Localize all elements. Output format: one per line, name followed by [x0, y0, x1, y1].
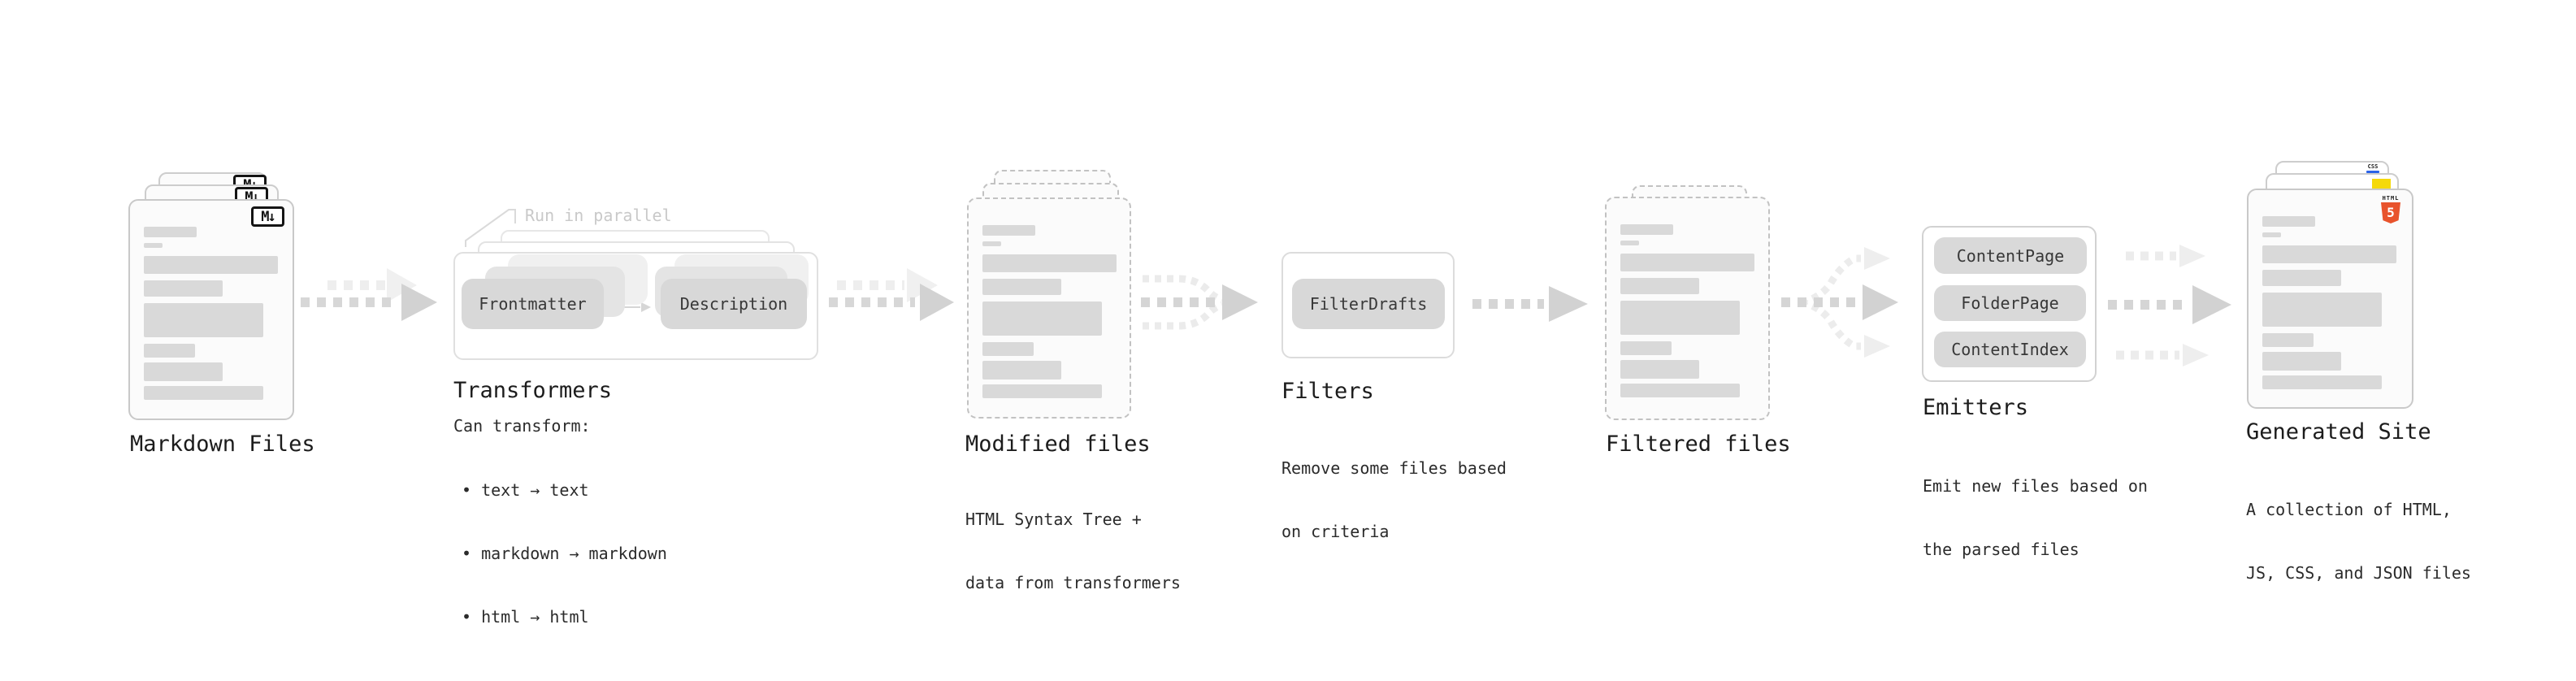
caption-line: on criteria [1281, 522, 1390, 541]
placeholder-text-bars [2249, 190, 2412, 407]
bullet-item: • html → html [462, 607, 589, 627]
generated-site-title: Generated Site [2246, 419, 2431, 445]
transformers-bullets: • text → text • markdown → markdown • ht… [462, 437, 667, 670]
split-branch-top [1800, 254, 1861, 306]
transformers-caption-heading: Can transform: [453, 416, 591, 436]
arrows-emitters-to-generated [2108, 245, 2231, 367]
split-branch-bottom [1800, 298, 1861, 350]
run-in-parallel-note: Run in parallel [525, 206, 672, 225]
caption-line: the parsed files [1923, 540, 2079, 559]
caption-line: data from transformers [965, 573, 1181, 592]
generated-file-card-front: HTML 5 [2247, 189, 2413, 409]
emitters-title: Emitters [1923, 395, 2029, 420]
caption-line: JS, CSS, and JSON files [2246, 563, 2471, 583]
modified-file-card-front [967, 197, 1131, 419]
arrow-filters-to-filtered [1472, 286, 1588, 322]
transformers-title: Transformers [453, 378, 613, 403]
css-badge-label: CSS [2367, 163, 2379, 170]
placeholder-text-bars [969, 199, 1130, 417]
modified-files-caption: HTML Syntax Tree + data from transformer… [965, 466, 1181, 635]
contentindex-box: ContentIndex [1934, 332, 2086, 367]
placeholder-text-bars [130, 201, 293, 419]
filters-caption: Remove some files based on criteria [1281, 415, 1507, 584]
folderpage-box: FolderPage [1934, 285, 2086, 321]
contentpage-box: ContentPage [1934, 237, 2087, 274]
bullet-item: • text → text [462, 480, 589, 500]
bullet-item: • markdown → markdown [462, 544, 667, 563]
filters-title: Filters [1281, 379, 1374, 404]
arrow-main [829, 284, 954, 321]
html5-icon-word: HTML [2382, 195, 2400, 202]
markdown-icon: M↓ [251, 206, 284, 227]
markdown-files-title: Markdown Files [130, 432, 315, 457]
filterdrafts-box: FilterDrafts [1292, 279, 1445, 329]
filtered-files-title: Filtered files [1606, 432, 1791, 457]
arrow-modified-to-filters [1141, 275, 1258, 330]
js-badge [2372, 179, 2391, 190]
markdown-file-card-front: M↓ [128, 199, 294, 420]
arrow-markdown-to-transformers [301, 268, 437, 321]
merge-branch-top [1143, 275, 1224, 304]
css-badge-bar [2366, 171, 2379, 173]
html5-icon: HTML 5 [2376, 195, 2405, 223]
html5-icon-shield: 5 [2381, 202, 2400, 223]
modified-files-title: Modified files [965, 432, 1151, 457]
caption-line: Remove some files based [1281, 458, 1507, 478]
merge-branch-bottom [1143, 301, 1224, 330]
caption-line: HTML Syntax Tree + [965, 510, 1142, 529]
frontmatter-box: Frontmatter [462, 279, 604, 329]
caption-line: A collection of HTML, [2246, 500, 2452, 519]
arrow-transformers-to-modified [829, 268, 954, 321]
arrow-filtered-to-emitters [1781, 247, 1898, 358]
description-box: Description [661, 279, 807, 329]
filtered-file-card-front [1605, 197, 1770, 420]
caption-line: Emit new files based on [1923, 476, 2148, 496]
generated-site-caption: A collection of HTML, JS, CSS, and JSON … [2246, 457, 2471, 626]
emitters-caption: Emit new files based on the parsed files [1923, 433, 2148, 602]
css-badge: CSS [2366, 164, 2379, 173]
placeholder-text-bars [1607, 198, 1768, 419]
arrow-main [301, 284, 437, 321]
parallel-callout-line [465, 209, 516, 247]
